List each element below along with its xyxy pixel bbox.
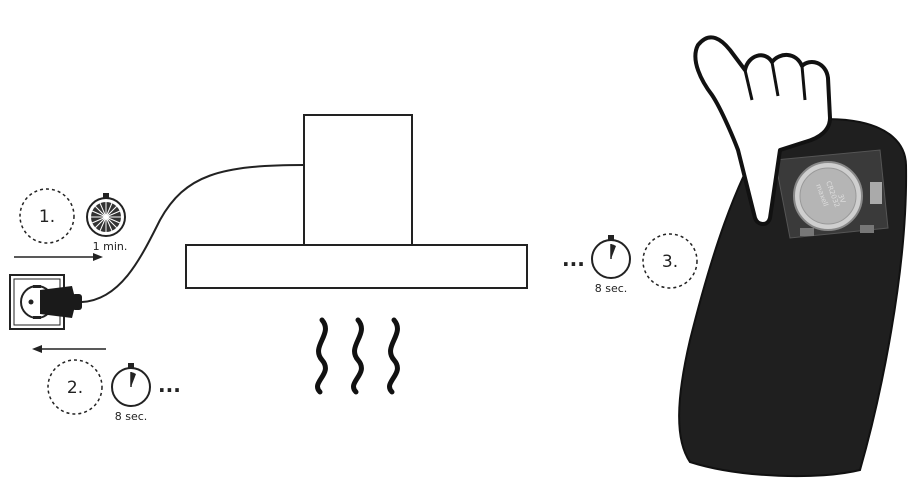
heat-waves-icon <box>315 317 400 395</box>
pointing-hand-icon <box>693 35 832 226</box>
step-3-number: 3. <box>662 252 678 272</box>
range-hood-icon <box>185 114 528 289</box>
stopwatch-icon <box>111 363 151 407</box>
step-3-group: ... 8 sec. 3. <box>562 233 698 295</box>
power-cable <box>81 164 305 303</box>
step-1-number-circle <box>19 188 75 244</box>
step-1-group: 1. 1 min. <box>14 188 128 261</box>
step-2-number: 2. <box>67 378 83 398</box>
arrow-left-icon <box>32 345 106 353</box>
stopwatch-icon <box>86 193 126 237</box>
hood-chimney <box>303 114 413 246</box>
step-3-continuation-dots: ... <box>562 247 585 271</box>
stopwatch-icon <box>591 235 631 279</box>
step-2-group: 2. 8 sec. ... <box>32 345 181 423</box>
battery-voltage: 3V <box>836 193 847 205</box>
step-3-timer-label: 8 sec. <box>595 282 628 295</box>
step-2-continuation-dots: ... <box>158 373 181 397</box>
remote-control-icon <box>678 118 908 478</box>
step-1-number: 1. <box>39 207 55 227</box>
plug-icon <box>40 286 82 318</box>
step-3-number-circle <box>642 233 698 289</box>
hood-canopy <box>185 244 528 289</box>
arrow-right-icon <box>14 253 103 261</box>
step-1-timer-label: 1 min. <box>93 240 128 253</box>
step-2-timer-label: 8 sec. <box>115 410 148 423</box>
coin-battery-icon: maxell CR2032 3V <box>793 161 882 231</box>
step-2-number-circle <box>47 359 103 415</box>
